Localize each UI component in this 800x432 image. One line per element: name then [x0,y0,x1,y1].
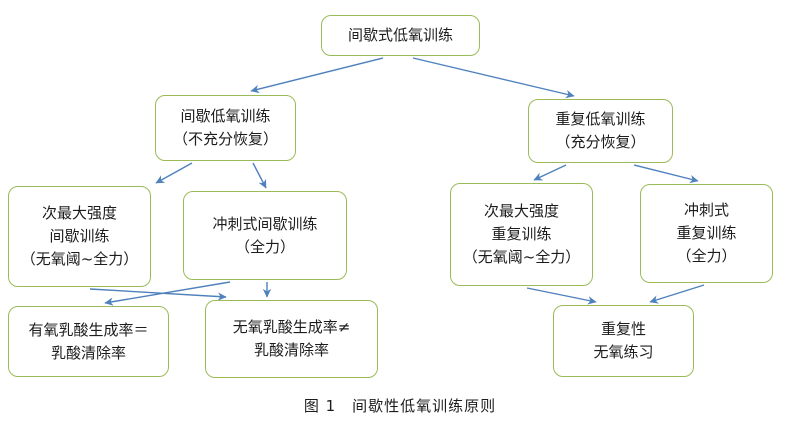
node-sprint-repeat: 冲刺式 重复训练 （全力） [640,184,773,283]
node-submax-interval-line3: （无氧阈~全力） [20,250,139,268]
node-aerobic-lactate-line1: 有氧乳酸生成率＝ [28,320,149,339]
arrow-interval-to-submax-interval [155,162,193,184]
node-submax-interval-line1: 次最大强度 [41,204,117,222]
node-root: 间歇式低氧训练 [321,15,480,56]
arrow-root-to-interval [250,57,384,94]
node-sprint-repeat-line1: 冲刺式 [683,201,729,219]
node-repeated-hypoxic: 重复低氧训练 （充分恢复） [528,99,673,163]
node-anaerobic-lactate: 无氧乳酸生成率≠ 乳酸清除率 [205,300,378,378]
node-interval-hypoxic-line1: 间歇低氧训练 [180,107,271,125]
node-interval-hypoxic-line2: （不充分恢复） [172,130,278,148]
arrow-repeat-to-sprint-repeat [633,164,699,184]
node-aerobic-lactate-line2: 乳酸清除率 [50,343,126,362]
arrow-submax-repeat-to-repetitive [526,287,597,305]
node-sprint-interval-line2: （全力） [234,237,295,256]
node-repetitive-anaerobic-line2: 无氧练习 [593,343,654,361]
node-submax-repeat-line3: （无氧阈~全力） [462,248,581,266]
node-repeated-hypoxic-line1: 重复低氧训练 [555,110,646,128]
node-sprint-repeat-line2: 重复训练 [676,224,737,242]
node-submax-repeat: 次最大强度 重复训练 （无氧阈~全力） [450,183,593,286]
node-sprint-interval-line1: 冲刺式间歇训练 [212,214,318,233]
arrow-interval-to-sprint-interval [252,162,267,189]
node-submax-interval-line2: 间歇训练 [49,227,110,245]
node-submax-repeat-line1: 次最大强度 [483,202,559,220]
node-sprint-interval: 冲刺式间歇训练 （全力） [183,191,347,280]
node-repeated-hypoxic-line2: （充分恢复） [555,133,646,151]
node-repetitive-anaerobic: 重复性 无氧练习 [553,305,694,377]
arrow-repeat-to-submax-repeat [533,164,567,181]
node-aerobic-lactate: 有氧乳酸生成率＝ 乳酸清除率 [8,306,169,377]
arrow-root-to-repeat [412,57,575,99]
node-anaerobic-lactate-line1: 无氧乳酸生成率≠ [232,318,351,336]
arrow-sprint-repeat-to-repetitive [649,284,705,304]
node-repetitive-anaerobic-line1: 重复性 [600,320,646,338]
node-anaerobic-lactate-line2: 乳酸清除率 [253,341,329,359]
node-root-label: 间歇式低氧训练 [347,26,453,44]
node-interval-hypoxic: 间歇低氧训练 （不充分恢复） [155,95,296,161]
arrow-submax-interval-to-anaerobic [89,288,227,301]
figure-caption: 图 1 间歇性低氧训练原则 [303,397,497,415]
node-sprint-repeat-line3: （全力） [676,247,737,265]
node-submax-interval: 次最大强度 间歇训练 （无氧阈~全力） [8,186,151,287]
node-submax-repeat-line2: 重复训练 [491,225,552,243]
